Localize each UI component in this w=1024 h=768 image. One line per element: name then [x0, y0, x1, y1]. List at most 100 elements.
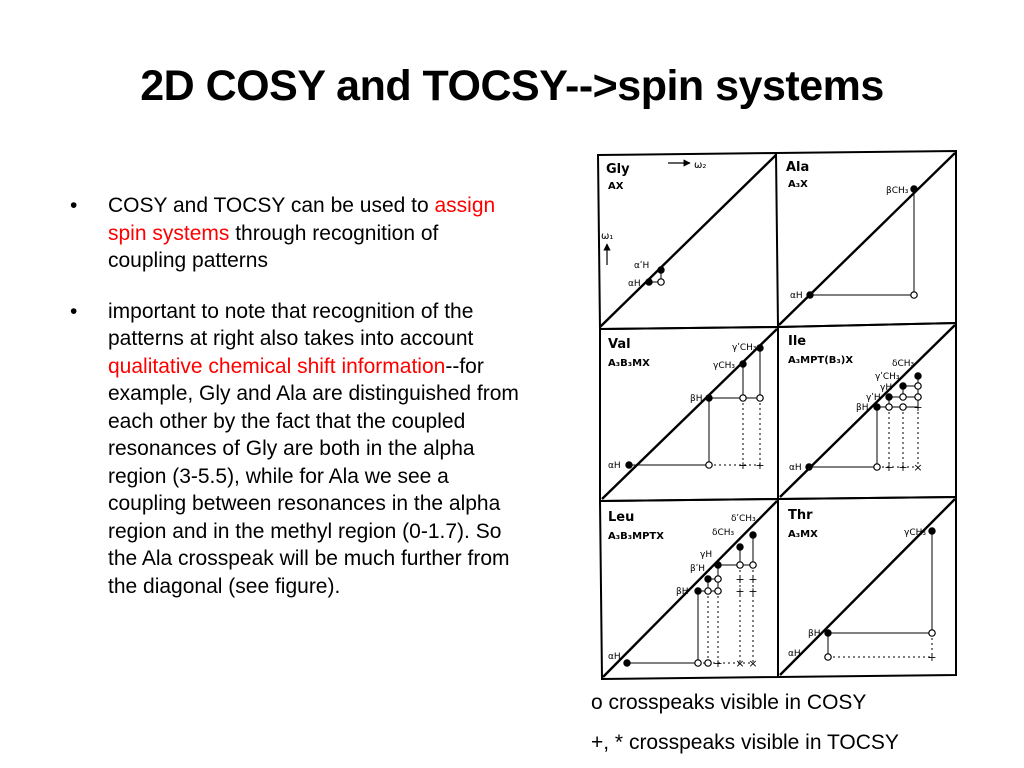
leu-tocsy-crosspeak: + [735, 573, 744, 586]
val-tocsy-crosspeak: + [755, 459, 764, 472]
val-gamma-prime-diagonal-peak [756, 344, 764, 352]
bullet-item-1: COSY and TOCSY can be used to assign spi… [70, 192, 520, 275]
val-label-gamma-prime: γʹCH₃ [732, 342, 757, 353]
leu-beta-prime-diagonal-peak [704, 575, 712, 583]
thr-label-alpha: αH [788, 649, 801, 659]
ile-label-gamma: γH [880, 383, 892, 393]
bullet-2-text: important to note that recognition of th… [108, 299, 474, 351]
ala-system-label: A₃X [788, 179, 808, 190]
leu-tocsy-crosspeak: + [748, 585, 757, 598]
leu-tocsy-crosspeak: + [735, 585, 744, 598]
leu-gamma-diagonal-peak [714, 561, 722, 569]
ile-gamma-diagonal-peak [899, 382, 907, 390]
leu-cosy-crosspeak [714, 575, 722, 583]
bullet-1-text: COSY and TOCSY can be used to [108, 194, 429, 217]
val-tocsy-crosspeak: + [738, 459, 747, 472]
ile-cosy-crosspeak [914, 393, 922, 401]
bullet-list: COSY and TOCSY can be used to assign spi… [70, 192, 520, 623]
val-label-gamma: γCH₃ [713, 361, 735, 371]
ile-delta-diagonal-peak [914, 372, 922, 380]
gly-label-alpha: αH [628, 279, 641, 289]
thr-label-beta: βH [808, 629, 821, 639]
ile-beta-diagonal-peak [873, 403, 881, 411]
ile-label-gamma-prime: γʹH [866, 392, 881, 403]
cosy-legend-caption: o crosspeaks visible in COSY [591, 691, 867, 714]
leu-tocsy-crosspeak: × [735, 657, 744, 670]
bullet-2-highlight: qualitative chemical shift information [108, 354, 446, 378]
leu-label-delta: δCH₃ [712, 528, 735, 538]
leu-label-beta-prime: βʹH [690, 563, 705, 574]
ile-tocsy-crosspeak: + [898, 461, 907, 474]
ala-alpha-diagonal-peak [806, 291, 814, 299]
ala-label-alpha: αH [790, 291, 803, 301]
spin-system-figure: Gly AX Ala A₃X Val A₃B₃MX Ile A₃MPT(B₃)X… [586, 147, 960, 685]
ile-tocsy-crosspeak: + [884, 461, 893, 474]
bullet-1-highlight: assign spin systems [108, 194, 496, 245]
bullet-2-text-rest: --for example, Gly and Ala are distingui… [108, 354, 519, 598]
ala-cosy-crosspeak [910, 291, 918, 299]
val-cosy-crosspeak [739, 394, 747, 402]
bullet-1-text-rest: through recognition of coupling patterns [108, 221, 439, 273]
leu-label-alpha: αH [608, 652, 621, 662]
val-label-beta: βH [690, 394, 703, 404]
gly-label-alpha-prime: αʹH [634, 260, 649, 271]
ala-pattern: βCH₃ αH [790, 185, 918, 301]
spin-system-diagram: Gly AX Ala A₃X Val A₃B₃MX Ile A₃MPT(B₃)X… [596, 149, 957, 681]
ile-label-beta: βH [856, 403, 869, 413]
thr-label-gamma: γCH₃ [904, 528, 926, 538]
thr-panel-name: Thr [788, 508, 813, 523]
leu-label-beta: βH [676, 587, 689, 597]
leu-delta-prime-diagonal-peak [749, 531, 757, 539]
thr-diagonal [779, 498, 956, 676]
ile-pattern: + + + × δCH₃ γʹCH₃ γH γʹH βH αH [789, 359, 923, 474]
gly-alpha-diagonal-peak [645, 278, 653, 286]
ile-system-label: A₃MPT(B₃)X [788, 355, 853, 366]
gly-panel-name: Gly [606, 162, 630, 177]
leu-label-delta-prime: δʹCH₃ [731, 513, 756, 524]
thr-panel-border [777, 495, 957, 678]
ile-label-delta: δCH₃ [892, 359, 915, 369]
ile-tocsy-crosspeak: × [913, 461, 922, 474]
leu-alpha-diagonal-peak [623, 659, 631, 667]
tocsy-legend-caption: +, * crosspeaks visible in TOCSY [591, 731, 899, 754]
gly-pattern: αʹH αH [628, 260, 665, 289]
ile-alpha-diagonal-peak [805, 463, 813, 471]
leu-cosy-crosspeak [714, 587, 722, 595]
leu-cosy-crosspeak [704, 587, 712, 595]
leu-system-label: A₃B₃MPTX [608, 531, 664, 542]
bullet-item-2: important to note that recognition of th… [70, 298, 520, 601]
ile-cosy-crosspeak [914, 382, 922, 390]
val-beta-diagonal-peak [705, 394, 713, 402]
omega1-axis-label: ω₁ [601, 231, 613, 242]
ile-label-alpha: αH [789, 463, 802, 473]
val-system-label: A₃B₃MX [608, 358, 650, 369]
leu-beta-diagonal-peak [694, 587, 702, 595]
ile-label-gamma-prime-ch3: γʹCH₃ [875, 371, 900, 382]
val-panel-name: Val [608, 337, 631, 352]
gly-diagonal [599, 154, 777, 328]
leu-tocsy-crosspeak: × [748, 657, 757, 670]
ile-cosy-crosspeak [899, 403, 907, 411]
ile-tocsy-crosspeak: + [913, 401, 922, 414]
ile-cosy-crosspeak [899, 393, 907, 401]
val-cosy-crosspeak [756, 394, 764, 402]
gly-cosy-crosspeak [657, 278, 665, 286]
val-gamma-diagonal-peak [739, 360, 747, 368]
gly-system-label: AX [608, 181, 624, 192]
ala-panel-name: Ala [786, 160, 809, 175]
val-diagonal [601, 328, 778, 500]
thr-gamma-diagonal-peak [928, 527, 936, 535]
thr-beta-diagonal-peak [824, 629, 832, 637]
thr-tocsy-crosspeak: + [927, 651, 936, 664]
leu-cosy-crosspeak [704, 659, 712, 667]
leu-tocsy-crosspeak: + [748, 573, 757, 586]
leu-diagonal [602, 500, 778, 678]
val-cosy-crosspeak [705, 461, 713, 469]
leu-cosy-crosspeak [749, 561, 757, 569]
gly-alpha-prime-diagonal-peak [657, 266, 665, 274]
ala-beta-diagonal-peak [910, 185, 918, 193]
thr-cosy-crosspeak [928, 629, 936, 637]
ile-cosy-crosspeak [885, 403, 893, 411]
leu-pattern: + + + + + × × δʹCH₃ δCH₃ γH βʹH βH αH [608, 513, 758, 670]
thr-pattern: + γCH₃ βH αH [788, 527, 937, 664]
